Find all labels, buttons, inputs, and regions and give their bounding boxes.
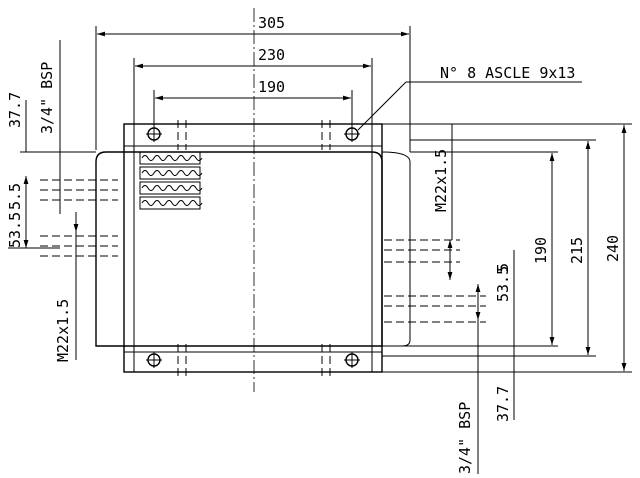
dimension-53-5-left: 53.5 bbox=[6, 212, 60, 249]
dim-label-190-v: 190 bbox=[532, 237, 550, 264]
dimension-37-7-left: 37.7 bbox=[6, 92, 96, 153]
dim-label-37-7-right: 37.7 bbox=[494, 386, 512, 422]
dim-label-53-5-left: 53.5 bbox=[6, 212, 24, 248]
dim-label-305: 305 bbox=[258, 14, 285, 32]
bsp-label-right: 3/4" BSP bbox=[456, 402, 474, 474]
mounting-hole-leader: N° 8 ASCLE 9x13 bbox=[357, 64, 582, 131]
dimension-305: 305 bbox=[95, 14, 411, 152]
left-ports bbox=[40, 179, 118, 257]
dim-label-53-5-right: 53.5 bbox=[494, 266, 512, 302]
cooling-fins bbox=[139, 151, 203, 210]
dim-label-215: 215 bbox=[568, 237, 586, 264]
dimension-190-horizontal: 190 bbox=[153, 78, 353, 128]
dim-label-240: 240 bbox=[604, 235, 622, 262]
dimension-190-vertical: 190 bbox=[382, 151, 558, 347]
dimension-215: 215 bbox=[382, 139, 596, 357]
slot-markers bbox=[177, 120, 331, 380]
enclosure-outline bbox=[95, 123, 411, 373]
mounting-hole-note: N° 8 ASCLE 9x13 bbox=[440, 64, 575, 82]
thread-label-right: M22x1.5 bbox=[432, 149, 450, 212]
right-ports bbox=[384, 239, 486, 323]
dim-label-37-7-left: 37.7 bbox=[6, 92, 24, 128]
thread-label-left: M22x1.5 bbox=[54, 299, 72, 362]
dimension-37-7-right: 37.7 bbox=[494, 372, 515, 422]
dimension-240: 240 bbox=[382, 123, 632, 373]
dimension-230: 230 bbox=[133, 46, 373, 124]
dim-label-5-5-left: 5.5 bbox=[6, 183, 24, 210]
mounting-hole bbox=[344, 352, 360, 368]
dimension-5-5-left: 5.5 bbox=[6, 176, 29, 212]
mounting-hole bbox=[344, 126, 360, 142]
dim-label-230: 230 bbox=[258, 46, 285, 64]
dim-label-5-right: 5 bbox=[494, 263, 512, 272]
dimension-53-5-right: 53.5 bbox=[475, 250, 515, 372]
bsp-label-left: 3/4" BSP bbox=[38, 62, 56, 134]
dim-label-190-h: 190 bbox=[258, 78, 285, 96]
mounting-hole bbox=[146, 352, 162, 368]
mounting-hole bbox=[146, 126, 162, 142]
